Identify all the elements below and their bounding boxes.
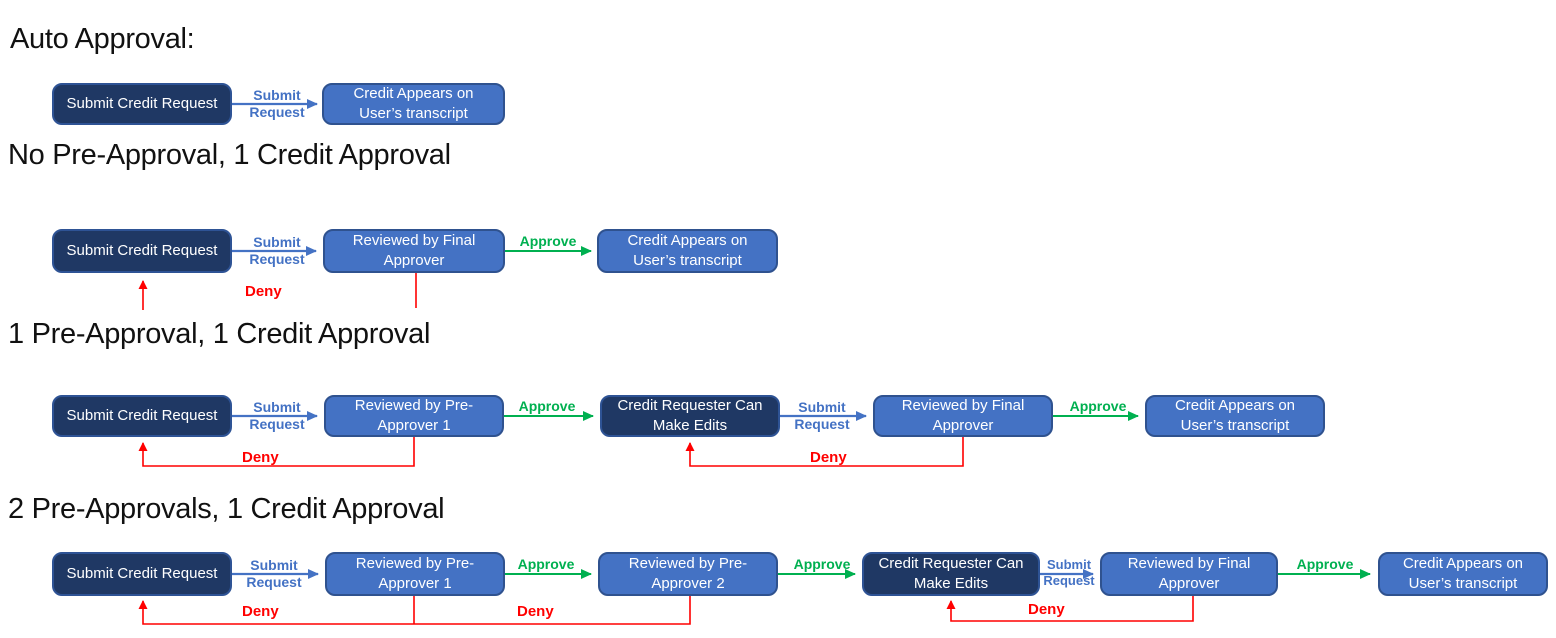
node-reviewed-by-final-approver: Reviewed by Final Approver (873, 395, 1053, 437)
node-reviewed-by-final-approver: Reviewed by Final Approver (1100, 552, 1278, 596)
node-submit-credit-request: Submit Credit Request (52, 229, 232, 273)
section-title-2-pre-approvals: 2 Pre-Approvals, 1 Credit Approval (8, 493, 445, 525)
node-submit-credit-request: Submit Credit Request (52, 395, 232, 437)
node-reviewed-by-pre-approver-1: Reviewed by Pre-Approver 1 (325, 552, 505, 596)
node-credit-appears-on-transcript: Credit Appears on User’s transcript (597, 229, 778, 273)
node-label: Reviewed by Pre-Approver 1 (354, 397, 474, 434)
node-label: Credit Appears on User’s transcript (1174, 397, 1296, 434)
edge-label-approve: Approve (1069, 398, 1127, 414)
node-credit-appears-on-transcript: Credit Appears on User’s transcript (1145, 395, 1325, 437)
edge-label-approve: Approve (518, 398, 576, 414)
section-title-no-pre-approval: No Pre-Approval, 1 Credit Approval (8, 139, 451, 171)
node-label: Reviewed by Final Approver (1127, 555, 1251, 592)
edge-label-submit-request: Submit Request (249, 399, 305, 432)
node-label: Credit Appears on User’s transcript (1402, 555, 1524, 592)
node-credit-requester-can-make-edits: Credit Requester Can Make Edits (600, 395, 780, 437)
node-credit-appears-on-transcript: Credit Appears on User’s transcript (322, 83, 505, 125)
node-reviewed-by-final-approver: Reviewed by Final Approver (323, 229, 505, 273)
edge-label-submit-request: Submit Request (794, 399, 850, 432)
edge-label-approve: Approve (517, 556, 575, 572)
node-label: Reviewed by Pre-Approver 1 (355, 555, 475, 592)
deny-loop-1-s4 (138, 596, 691, 625)
deny-loop-1-s3 (138, 437, 415, 467)
node-credit-requester-can-make-edits: Credit Requester Can Make Edits (862, 552, 1040, 596)
edge-label-approve: Approve (1296, 556, 1354, 572)
edge-label-approve: Approve (519, 233, 577, 249)
edge-label-deny: Deny (810, 449, 847, 466)
node-submit-credit-request: Submit Credit Request (52, 83, 232, 125)
node-label: Reviewed by Final Approver (352, 232, 476, 269)
deny-loop-2-s3 (685, 437, 964, 467)
node-label: Credit Appears on User’s transcript (353, 85, 474, 122)
edge-label-approve: Approve (793, 556, 851, 572)
edge-label-submit-request: Submit Request (249, 234, 305, 267)
edge-label-submit-request: Submit Request (249, 87, 305, 120)
node-label: Credit Appears on User’s transcript (627, 232, 748, 269)
edge-label-submit-request: Submit Request (246, 557, 302, 590)
edge-label-deny: Deny (517, 603, 554, 620)
node-reviewed-by-pre-approver-2: Reviewed by Pre-Approver 2 (598, 552, 778, 596)
node-credit-appears-on-transcript: Credit Appears on User’s transcript (1378, 552, 1548, 596)
node-submit-credit-request: Submit Credit Request (52, 552, 232, 596)
node-label: Reviewed by Pre-Approver 2 (628, 555, 748, 592)
node-label: Submit Credit Request (66, 95, 218, 112)
node-label: Credit Requester Can Make Edits (617, 397, 763, 434)
node-label: Submit Credit Request (66, 407, 218, 424)
edge-label-deny: Deny (242, 603, 279, 620)
edge-label-deny: Deny (245, 283, 282, 300)
node-label: Reviewed by Final Approver (901, 397, 1025, 434)
section-title-1-pre-approval: 1 Pre-Approval, 1 Credit Approval (8, 318, 431, 350)
node-label: Submit Credit Request (66, 242, 218, 259)
node-reviewed-by-pre-approver-1: Reviewed by Pre-Approver 1 (324, 395, 504, 437)
edge-label-deny: Deny (242, 449, 279, 466)
edge-label-submit-request: Submit Request (1043, 557, 1095, 588)
section-title-auto-approval: Auto Approval: (10, 23, 195, 55)
node-label: Submit Credit Request (66, 565, 218, 582)
node-label: Credit Requester Can Make Edits (878, 555, 1024, 592)
deny-loop-2-s4 (946, 596, 1194, 622)
edge-label-deny: Deny (1028, 601, 1065, 618)
